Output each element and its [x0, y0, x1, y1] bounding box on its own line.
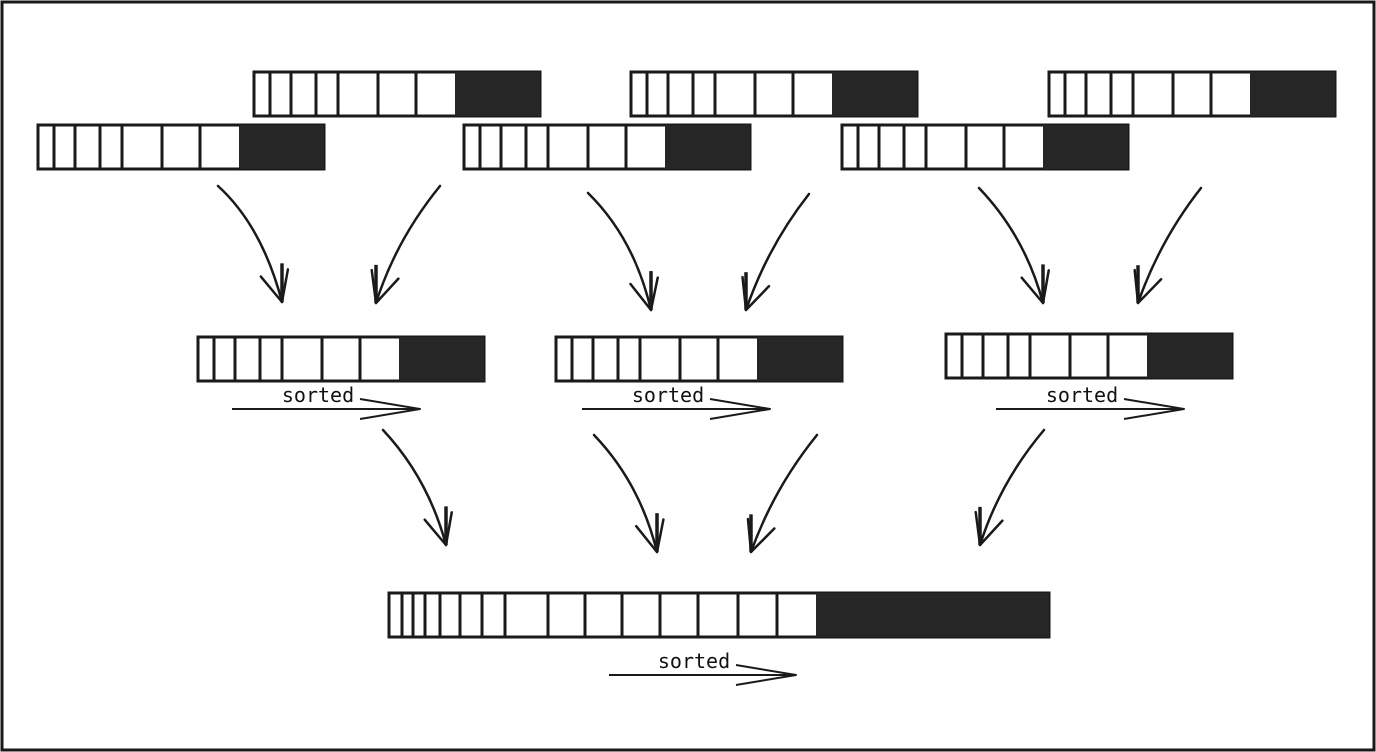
arrows-layer — [216, 184, 1203, 686]
array-filled-segment — [399, 337, 484, 381]
sorted-arrow-head — [735, 664, 797, 686]
array-top-2 — [629, 70, 919, 118]
array-top-1 — [252, 70, 542, 118]
arrow-curve — [1136, 186, 1203, 305]
array-filled-segment — [816, 593, 1049, 637]
arrow-l1-b — [370, 184, 442, 305]
arrow-curve — [374, 184, 442, 305]
arrow-l2-d — [974, 428, 1046, 547]
array-top-3 — [1047, 70, 1337, 118]
arrow-curve — [381, 428, 448, 547]
array-merge-2 — [554, 335, 844, 383]
sorted-arrow-1 — [232, 398, 421, 420]
arrow-l1-a — [216, 184, 290, 304]
array-merge-3 — [944, 332, 1234, 380]
sorted-arrow-head — [1123, 398, 1185, 420]
array-filled-segment — [1250, 72, 1335, 116]
array-merge-1 — [196, 335, 486, 383]
arrow-l1-c — [586, 191, 659, 312]
arrow-l1-f — [1133, 186, 1203, 305]
arrow-l2-a — [381, 428, 453, 547]
arrow-curve — [586, 191, 653, 312]
array-filled-segment — [832, 72, 917, 116]
arrow-curve — [744, 192, 811, 312]
arrow-l1-d — [741, 192, 811, 312]
arrow-curve — [977, 186, 1045, 305]
arrow-curve — [216, 184, 284, 304]
arrow-curve — [978, 428, 1046, 547]
sorted-arrow-final — [609, 664, 797, 686]
sorted-label-3: sorted — [1046, 383, 1118, 407]
arrow-l2-c — [746, 433, 819, 554]
sorted-arrow-2 — [582, 398, 771, 420]
array-filled-segment — [1147, 334, 1232, 378]
array-final — [387, 591, 1051, 639]
array-filled-segment — [1043, 125, 1128, 169]
array-filled-segment — [455, 72, 540, 116]
array-row2-3 — [840, 123, 1130, 171]
sorted-arrow-3 — [996, 398, 1185, 420]
sorted-label-final: sorted — [658, 649, 730, 673]
arrays-layer — [36, 70, 1337, 639]
sorted-label-1: sorted — [282, 383, 354, 407]
arrow-curve — [749, 433, 819, 554]
array-filled-segment — [239, 125, 324, 169]
array-row2-1 — [36, 123, 326, 171]
sorted-arrow-head — [359, 398, 421, 420]
arrow-l1-e — [977, 186, 1050, 305]
sorted-arrow-head — [709, 398, 771, 420]
sorted-label-2: sorted — [632, 383, 704, 407]
array-row2-2 — [462, 123, 752, 171]
array-filled-segment — [757, 337, 842, 381]
array-filled-segment — [665, 125, 750, 169]
arrow-l2-b — [592, 433, 665, 554]
arrow-curve — [592, 433, 659, 554]
